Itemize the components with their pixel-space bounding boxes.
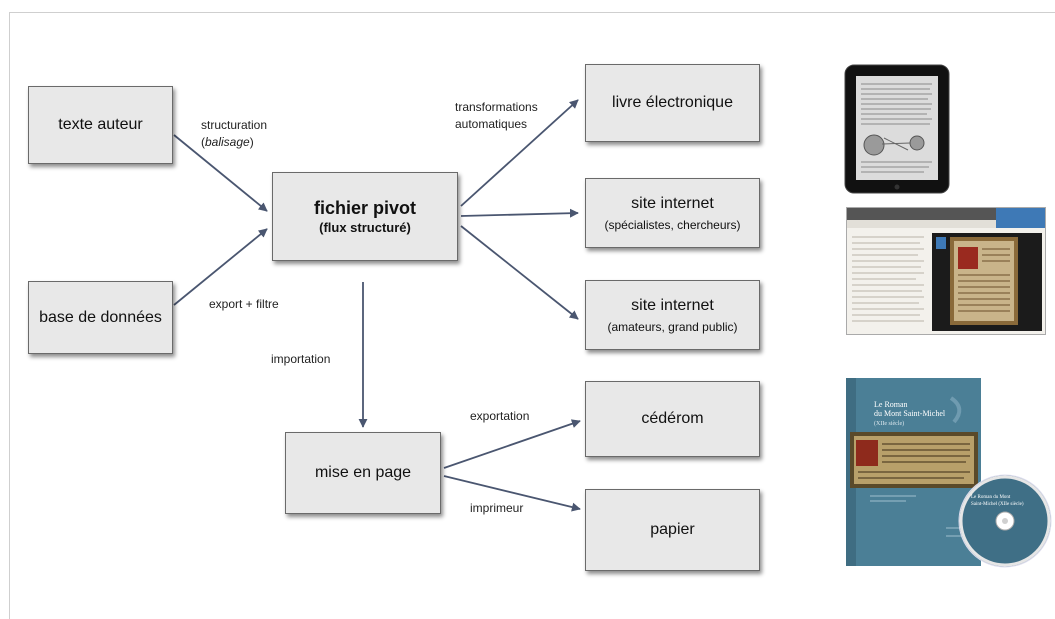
- node-label: site internet: [631, 296, 714, 314]
- frame-border-top: [9, 12, 1055, 13]
- node-texte-auteur: texte auteur: [28, 86, 173, 164]
- node-papier: papier: [585, 489, 760, 571]
- node-label: cédérom: [641, 410, 704, 427]
- book-title-line1: Le Roman: [874, 400, 908, 409]
- frame-border-left: [9, 12, 10, 619]
- node-label: mise en page: [314, 464, 412, 481]
- ebook-tablet-icon: [844, 64, 950, 194]
- arrow-base-to-pivot: [173, 228, 268, 306]
- arrow-mise-to-cederom: [443, 419, 581, 469]
- label-transformations-automatiques: transformations automatiques: [455, 99, 538, 133]
- label-imprimeur: imprimeur: [470, 501, 524, 515]
- arrow-pivot-to-livre: [460, 99, 579, 207]
- book-title-line2: du Mont Saint-Michel: [874, 409, 946, 418]
- node-cederom: cédérom: [585, 381, 760, 457]
- label-structuration-text: structuration: [201, 118, 268, 132]
- node-fichier-pivot: fichier pivot (flux structuré): [272, 172, 458, 261]
- node-label: fichier pivot: [313, 197, 416, 218]
- node-sublabel: (spécialistes, chercheurs): [604, 217, 741, 232]
- arrow-texte-to-pivot: [173, 134, 268, 212]
- node-label: texte auteur: [58, 116, 143, 133]
- cd-title-line2: Saint-Michel (XIIe siècle): [971, 502, 1024, 507]
- node-site-internet-specialistes: site internet (spécialistes, chercheurs): [585, 178, 760, 248]
- label-importation: importation: [271, 352, 331, 366]
- website-screenshot-icon: [846, 207, 1046, 335]
- node-site-internet-amateurs: site internet (amateurs, grand public): [585, 280, 760, 350]
- book-cd-cover-icon: Le Roman du Mont Saint-Michel (XIIe sièc…: [846, 378, 1052, 568]
- node-livre-electronique: livre électronique: [585, 64, 760, 142]
- cd-title-line1: Le Roman du Mont: [971, 495, 1011, 500]
- arrow-pivot-to-site1: [460, 208, 579, 218]
- arrow-pivot-to-site2: [460, 225, 579, 320]
- node-sublabel: (amateurs, grand public): [607, 319, 738, 334]
- label-structuration: structuration(balisage): [201, 118, 268, 149]
- node-mise-en-page: mise en page: [285, 432, 441, 514]
- node-label: livre électronique: [612, 94, 733, 111]
- node-label: site internet: [631, 194, 714, 212]
- node-sublabel: (flux structuré): [319, 219, 411, 235]
- node-label: base de données: [39, 308, 162, 326]
- book-title-line3: (XIIe siècle): [874, 420, 904, 427]
- node-label: papier: [650, 521, 695, 538]
- label-automatiques-text: automatiques: [455, 117, 528, 131]
- label-export-filtre: export + filtre: [209, 297, 279, 311]
- arrow-mise-to-papier: [443, 475, 581, 512]
- label-exportation: exportation: [470, 409, 530, 423]
- node-base-de-donnees: base de données: [28, 281, 173, 354]
- label-balisage-text: balisage: [205, 135, 250, 149]
- label-transformations-text: transformations: [455, 100, 538, 114]
